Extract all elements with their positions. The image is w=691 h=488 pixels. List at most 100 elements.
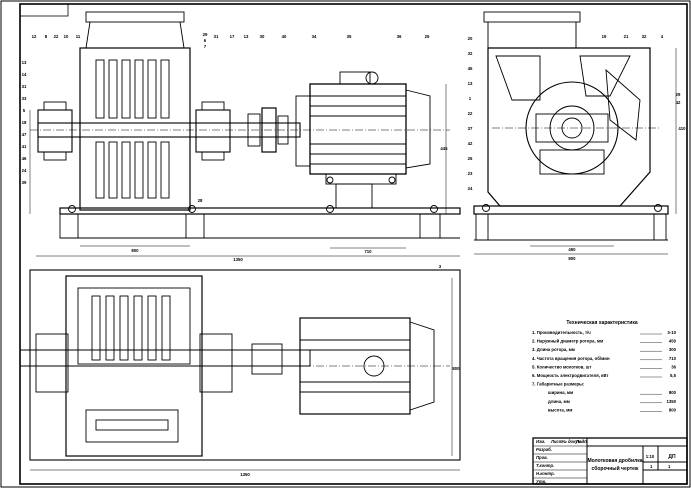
tb-label-dev: Разраб. [536, 447, 552, 452]
spec-label: 6. Мощность электродвигателя, кВт [532, 373, 609, 378]
front-callout-17: 17 [230, 34, 235, 39]
front-callout-12: 12 [32, 34, 37, 39]
side-callout-right-29: 29 [676, 92, 681, 97]
spec-value: 800 [669, 407, 677, 412]
plan-view [19, 269, 461, 471]
spec-value: 1350 [666, 399, 676, 404]
front-callout-36: 36 [397, 34, 402, 39]
drawing-mark: ДП [668, 454, 676, 460]
spec-label: ширина, мм [548, 390, 573, 395]
rotor-shaft [37, 122, 301, 138]
front-callout-left-14: 14 [22, 72, 27, 77]
tb-label-check: Пров. [536, 455, 548, 460]
front-callout-left-46: 46 [22, 156, 27, 161]
side-callout-24: 24 [468, 186, 473, 191]
front-callout-31: 31 [214, 34, 219, 39]
front-callout-left-33: 33 [22, 96, 27, 101]
spec-label: длина, мм [548, 399, 570, 404]
front-callout-22: 22 [54, 34, 59, 39]
side-callout-top-32: 32 [642, 34, 647, 39]
side-callout-32: 32 [468, 51, 473, 56]
tech-specs-heading: Техническая характеристика [566, 320, 637, 326]
spec-label: 3. Длина ротора, мм [532, 347, 575, 352]
spec-label: высота, мм [548, 407, 572, 412]
front-callout-8: 8 [45, 34, 48, 39]
front-callout-10: 10 [64, 34, 69, 39]
front-callout-left-13: 13 [22, 60, 27, 65]
front-callout-25: 25 [425, 34, 430, 39]
side-callout-1: 1 [469, 96, 472, 101]
spec-label: 4. Частота вращения ротора, об/мин [532, 356, 610, 361]
sheet-number: 1 [650, 464, 653, 469]
front-callout-left-18: 18 [22, 120, 27, 125]
front-dim-445: 445 [440, 146, 448, 151]
side-view [473, 11, 677, 255]
title-block [532, 437, 688, 485]
plan-callout-3: 3 [439, 264, 442, 269]
rotor-hammers-upper [95, 59, 170, 119]
front-callout-34: 34 [312, 34, 317, 39]
spec-label: 7. Габаритные размеры: [532, 382, 585, 387]
side-callout-top-19: 19 [602, 34, 607, 39]
front-callout-29: 29 [203, 32, 208, 37]
spec-value: 3-10 [667, 330, 676, 335]
front-callout-35: 35 [347, 34, 352, 39]
tech-specs: Техническая характеристика 1. Производит… [532, 320, 677, 412]
title-line-2: сборочный чертеж [592, 465, 639, 472]
front-callout-left-24: 24 [22, 168, 27, 173]
front-callout-7: 7 [204, 44, 207, 49]
side-callout-right-42: 42 [676, 100, 681, 105]
side-dim-410: 410 [678, 126, 686, 131]
spec-value: 710 [669, 356, 677, 361]
side-dim-800: 800 [568, 256, 576, 261]
front-callout-left-47: 47 [22, 132, 27, 137]
front-callout-left-31: 31 [22, 84, 27, 89]
side-callout-26: 26 [468, 156, 473, 161]
plan-dim-1350: 1350 [240, 472, 250, 477]
front-dim-800: 800 [131, 248, 139, 253]
rotor-hammers-lower [95, 141, 170, 199]
plan-dim-800: 800 [452, 366, 460, 371]
front-callout-left-39: 39 [22, 180, 27, 185]
tb-label-approve: Утв. [536, 479, 546, 484]
front-dim-710: 710 [364, 249, 372, 254]
side-dim-450: 450 [568, 247, 576, 252]
tb-label-sign: Подп. [576, 439, 588, 444]
side-callout-22: 22 [468, 111, 473, 116]
spec-value: 36 [671, 364, 676, 369]
coupling-icon [247, 107, 289, 153]
corner-stamp [19, 3, 69, 17]
drawing-scale: 1:10 [646, 454, 655, 459]
side-callout-42: 42 [468, 141, 473, 146]
spec-value: 300 [669, 347, 677, 352]
tb-label-tcontrol: Т.контр. [536, 463, 554, 468]
sheet-count: 1 [668, 464, 671, 469]
front-callout-30: 30 [260, 34, 265, 39]
side-callout-13: 13 [468, 81, 473, 86]
side-callout-45: 45 [468, 66, 473, 71]
front-callout-6: 6 [204, 38, 207, 43]
front-callout-right-28: 28 [198, 198, 203, 203]
spec-value: 800 [669, 390, 677, 395]
side-callout-top-21: 21 [624, 34, 629, 39]
spec-value: 5,5 [670, 373, 677, 378]
front-callout-40: 40 [282, 34, 287, 39]
tb-label-change: Изм. [536, 439, 545, 444]
tb-label-sheet: Лист [550, 439, 563, 444]
tb-label-ncontrol: Н.контр. [536, 471, 555, 476]
front-callout-11: 11 [76, 34, 81, 39]
sheet-inner-frame [19, 3, 688, 485]
side-callout-20: 20 [468, 36, 473, 41]
spec-value: 450 [669, 339, 677, 344]
front-view [29, 11, 461, 257]
front-callout-left-41: 41 [22, 144, 27, 149]
electric-motor-icon [295, 71, 431, 185]
front-dim-1350: 1350 [233, 257, 243, 262]
tb-label-docnum: № докум. [562, 439, 582, 444]
spec-label: 5. Количество молотков, шт [532, 364, 591, 369]
side-callout-23: 23 [468, 171, 473, 176]
